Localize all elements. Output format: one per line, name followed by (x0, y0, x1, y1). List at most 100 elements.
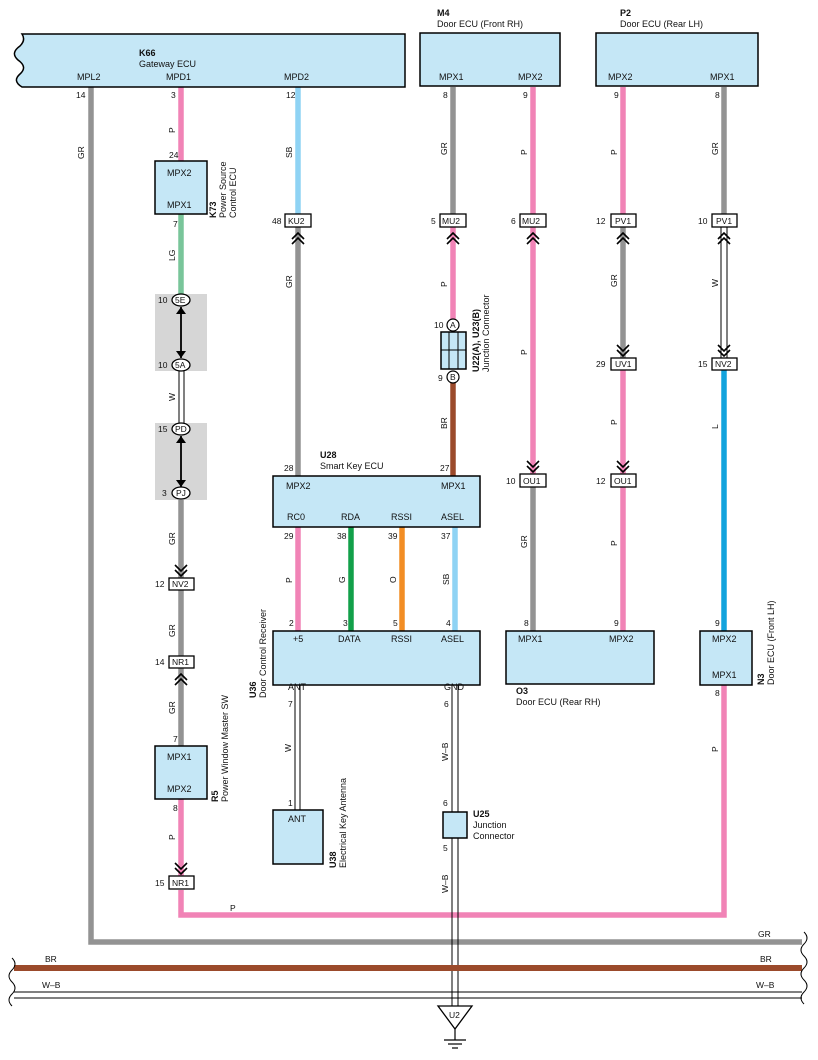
svg-text:P: P (439, 281, 449, 287)
svg-text:PV1: PV1 (716, 216, 732, 226)
svg-text:7: 7 (288, 699, 293, 709)
svg-text:NR1: NR1 (172, 657, 189, 667)
svg-text:Junction Connector: Junction Connector (481, 294, 491, 372)
svg-text:O: O (388, 576, 398, 583)
door-ecu-rear-rh-o3: MPX1 MPX2 8 9 O3 Door ECU (Rear RH) (505, 618, 655, 707)
svg-text:W: W (283, 744, 293, 752)
svg-text:14: 14 (155, 657, 165, 667)
door-ecu-front-rh-m4: M4 Door ECU (Front RH) MPX1 MPX2 (419, 8, 561, 87)
svg-text:PJ: PJ (176, 488, 186, 498)
wire-gr-mpl2 (88, 87, 802, 945)
svg-text:P: P (609, 540, 619, 546)
svg-text:P: P (609, 419, 619, 425)
svg-text:BR: BR (760, 954, 772, 964)
connector-ou1-a: OU1 10 (506, 460, 547, 488)
svg-text:UV1: UV1 (615, 359, 632, 369)
svg-text:10: 10 (506, 476, 516, 486)
svg-text:39: 39 (388, 531, 398, 541)
svg-text:W–B: W–B (42, 980, 61, 990)
svg-text:MPX2: MPX2 (167, 784, 192, 794)
junction-connector-u25: 6 5 U25 Junction Connector (442, 798, 515, 853)
electrical-key-antenna-u38: ANT 1 U38 Electrical Key Antenna (272, 778, 348, 868)
svg-text:DATA: DATA (338, 634, 361, 644)
svg-text:10: 10 (434, 320, 444, 330)
svg-text:MPX2: MPX2 (167, 168, 192, 178)
svg-text:38: 38 (337, 531, 347, 541)
svg-text:Smart Key ECU: Smart Key ECU (320, 461, 384, 471)
svg-text:3: 3 (171, 90, 176, 100)
svg-text:8: 8 (443, 90, 448, 100)
svg-text:NV2: NV2 (715, 359, 732, 369)
power-source-control-ecu-k73: MPX2 MPX1 24 7 K73 Power Source Control … (154, 150, 238, 229)
connector-pv1-b: PV1 10 (698, 213, 738, 245)
svg-text:MPX1: MPX1 (710, 72, 735, 82)
svg-text:L: L (710, 424, 720, 429)
svg-text:10: 10 (698, 216, 708, 226)
svg-text:N3: N3 (756, 673, 766, 685)
svg-text:P: P (609, 149, 619, 155)
door-control-receiver-u36: +5 DATA RSSI ASEL ANT GND U36 Door Contr… (248, 609, 481, 698)
svg-text:Electrical Key Antenna: Electrical Key Antenna (338, 778, 348, 868)
svg-text:MPD1: MPD1 (166, 72, 191, 82)
svg-text:GND: GND (444, 682, 465, 692)
svg-text:PD: PD (175, 424, 187, 434)
svg-text:LG: LG (167, 250, 177, 261)
svg-text:MPL2: MPL2 (77, 72, 101, 82)
svg-text:U36: U36 (248, 681, 258, 698)
svg-text:K66: K66 (139, 48, 156, 58)
svg-text:9: 9 (614, 618, 619, 628)
svg-text:W: W (167, 393, 177, 401)
svg-text:RSSI: RSSI (391, 634, 412, 644)
svg-text:MU2: MU2 (442, 216, 460, 226)
svg-text:5E: 5E (175, 295, 186, 305)
power-window-master-sw-r5: MPX1 MPX2 7 8 R5 Power Window Master SW (154, 694, 230, 813)
svg-text:ANT: ANT (288, 814, 307, 824)
svg-text:7: 7 (173, 219, 178, 229)
svg-text:P: P (710, 746, 720, 752)
svg-text:P: P (230, 903, 236, 913)
bus-break-right (800, 931, 808, 1005)
svg-text:9: 9 (715, 618, 720, 628)
svg-text:15: 15 (158, 424, 168, 434)
svg-text:GR: GR (167, 701, 177, 714)
svg-text:8: 8 (715, 90, 720, 100)
svg-text:MPX2: MPX2 (609, 634, 634, 644)
svg-text:5: 5 (393, 618, 398, 628)
svg-text:ASEL: ASEL (441, 512, 464, 522)
svg-text:Connector: Connector (473, 831, 515, 841)
svg-text:P: P (167, 127, 177, 133)
svg-text:MPX1: MPX1 (712, 670, 737, 680)
svg-text:K73: K73 (208, 201, 218, 218)
svg-text:Control ECU: Control ECU (228, 167, 238, 218)
gateway-ecu-k66: K66 Gateway ECU MPL2 MPD1 MPD2 (13, 33, 406, 88)
svg-text:P: P (284, 577, 294, 583)
svg-text:9: 9 (438, 373, 443, 383)
svg-text:27: 27 (440, 463, 450, 473)
connector-pv1-a: PV1 12 (596, 213, 637, 245)
svg-text:W–B: W–B (756, 980, 775, 990)
svg-text:R5: R5 (210, 790, 220, 802)
svg-text:2: 2 (289, 618, 294, 628)
connector-ku2: KU2 48 (272, 213, 312, 245)
svg-text:P: P (167, 834, 177, 840)
svg-text:MPX2: MPX2 (608, 72, 633, 82)
svg-text:9: 9 (614, 90, 619, 100)
svg-text:ANT: ANT (288, 682, 307, 692)
svg-text:MPX1: MPX1 (439, 72, 464, 82)
svg-text:W–B: W–B (440, 742, 450, 761)
connector-ou1-b: OU1 12 (596, 460, 637, 488)
svg-text:12: 12 (155, 579, 165, 589)
svg-text:24: 24 (169, 150, 179, 160)
svg-text:GR: GR (167, 624, 177, 637)
svg-text:15: 15 (155, 878, 165, 888)
svg-text:8: 8 (173, 803, 178, 813)
svg-text:4: 4 (446, 618, 451, 628)
svg-text:ASEL: ASEL (441, 634, 464, 644)
svg-text:12: 12 (596, 476, 606, 486)
svg-text:GR: GR (710, 142, 720, 155)
svg-text:MPX1: MPX1 (518, 634, 543, 644)
svg-text:GR: GR (609, 274, 619, 287)
svg-text:M4: M4 (437, 8, 450, 18)
svg-text:6: 6 (444, 699, 449, 709)
junction-connector-u22-u23: A B 10 9 U22(A), U23(B) Junction Connect… (434, 294, 491, 384)
